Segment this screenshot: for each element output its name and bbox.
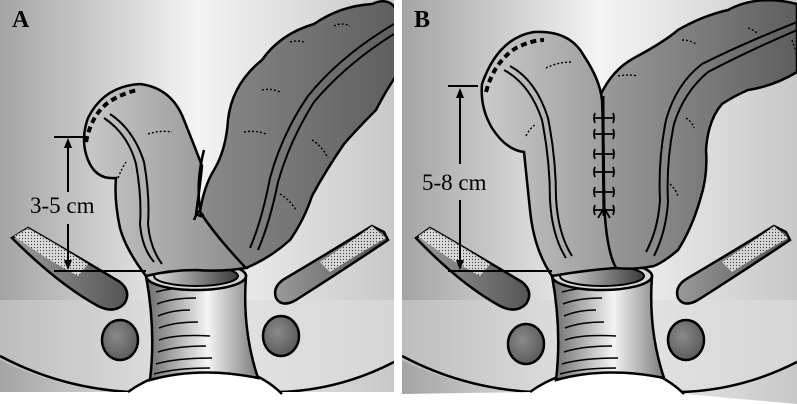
measurement-label-b: 5-8 cm: [422, 170, 487, 195]
panel-b-illustration: [402, 0, 797, 404]
panel-a-illustration: [0, 0, 394, 404]
panel-label-b: B: [414, 7, 431, 33]
panel-b: B 5-8 cm: [402, 0, 797, 404]
suture-line: [593, 95, 615, 219]
measurement-label-a: 3-5 cm: [30, 193, 95, 218]
panel-a: A 3-5 cm: [0, 0, 394, 404]
panel-divider: [394, 0, 402, 404]
panel-label-a: A: [12, 7, 30, 33]
